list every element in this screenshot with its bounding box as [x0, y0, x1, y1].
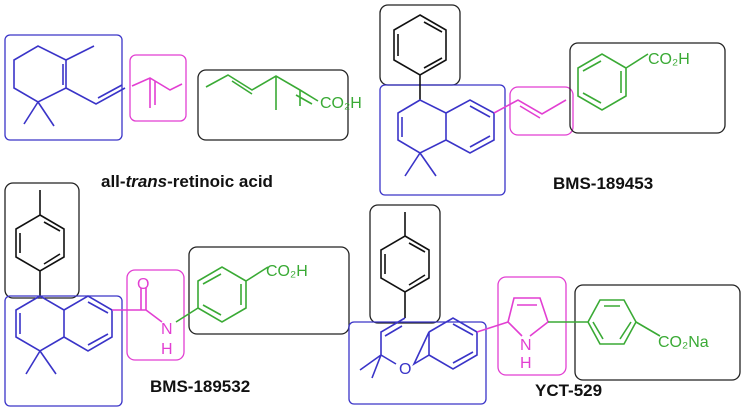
amide-box: [126, 269, 185, 361]
polyene-acid-box: [197, 69, 349, 141]
chain-blue: [65, 84, 126, 105]
bms453-caption: BMS-189453: [553, 174, 653, 193]
benzoic-box: [569, 42, 726, 134]
yct-h: H: [520, 355, 532, 372]
bms-189453-structure: CO₂H BMS-189453: [379, 4, 726, 196]
bms-189532-structure: O N H CO₂H BMS-189532: [4, 182, 350, 407]
benzoate-box: [574, 284, 741, 381]
dihydronaphthalene: [15, 295, 113, 375]
tolyl-box: [369, 204, 441, 324]
cyclohexene-ring: [13, 45, 67, 103]
tolyl-ring: [380, 212, 430, 318]
bms532-n: N: [161, 321, 173, 338]
tolyl-ring: [15, 190, 65, 296]
tetralin-box: [4, 295, 123, 407]
alkene-box: [509, 86, 574, 136]
retinoic-acid-structure: CO₂H all-trans-retinoic acid: [4, 34, 362, 191]
ra-acid-label: CO₂H: [320, 95, 362, 112]
yct-oxygen: O: [399, 361, 411, 378]
dihydronaphthalene: [397, 99, 495, 177]
bms532-h: H: [161, 341, 173, 358]
ra-caption: all-trans-retinoic acid: [101, 172, 273, 191]
chain-magenta: [131, 77, 183, 108]
amide-linker: [112, 288, 163, 323]
benzoate-ring: [548, 299, 661, 345]
pyrrole-box: [497, 276, 567, 376]
benzoic-ring: [577, 53, 649, 111]
yct-n: N: [520, 337, 532, 354]
bms532-oxygen: O: [137, 276, 149, 293]
pyrrole-linker: [476, 297, 549, 337]
benzoic-box: [188, 246, 350, 335]
bms532-caption: BMS-189532: [150, 377, 250, 396]
phenyl-box: [379, 4, 461, 86]
ring-methyls: [23, 45, 95, 127]
chromene-box: [348, 321, 487, 405]
yct-529-structure: O N H CO₂Na YCT-529: [348, 204, 741, 405]
benzoic-ring: [175, 266, 269, 323]
yct-caption: YCT-529: [535, 381, 602, 400]
bms532-acid-label: CO₂H: [266, 263, 308, 280]
bms453-acid-label: CO₂H: [648, 51, 690, 68]
cyclohexene-box: [4, 34, 123, 141]
phenyl-ring: [393, 14, 447, 100]
vinyl-linker: [493, 99, 567, 119]
yct-salt-label: CO₂Na: [658, 334, 709, 351]
chain-green: [205, 74, 319, 110]
linker-box: [129, 54, 187, 122]
tetralin-box: [379, 84, 506, 196]
chromene: [359, 317, 478, 379]
